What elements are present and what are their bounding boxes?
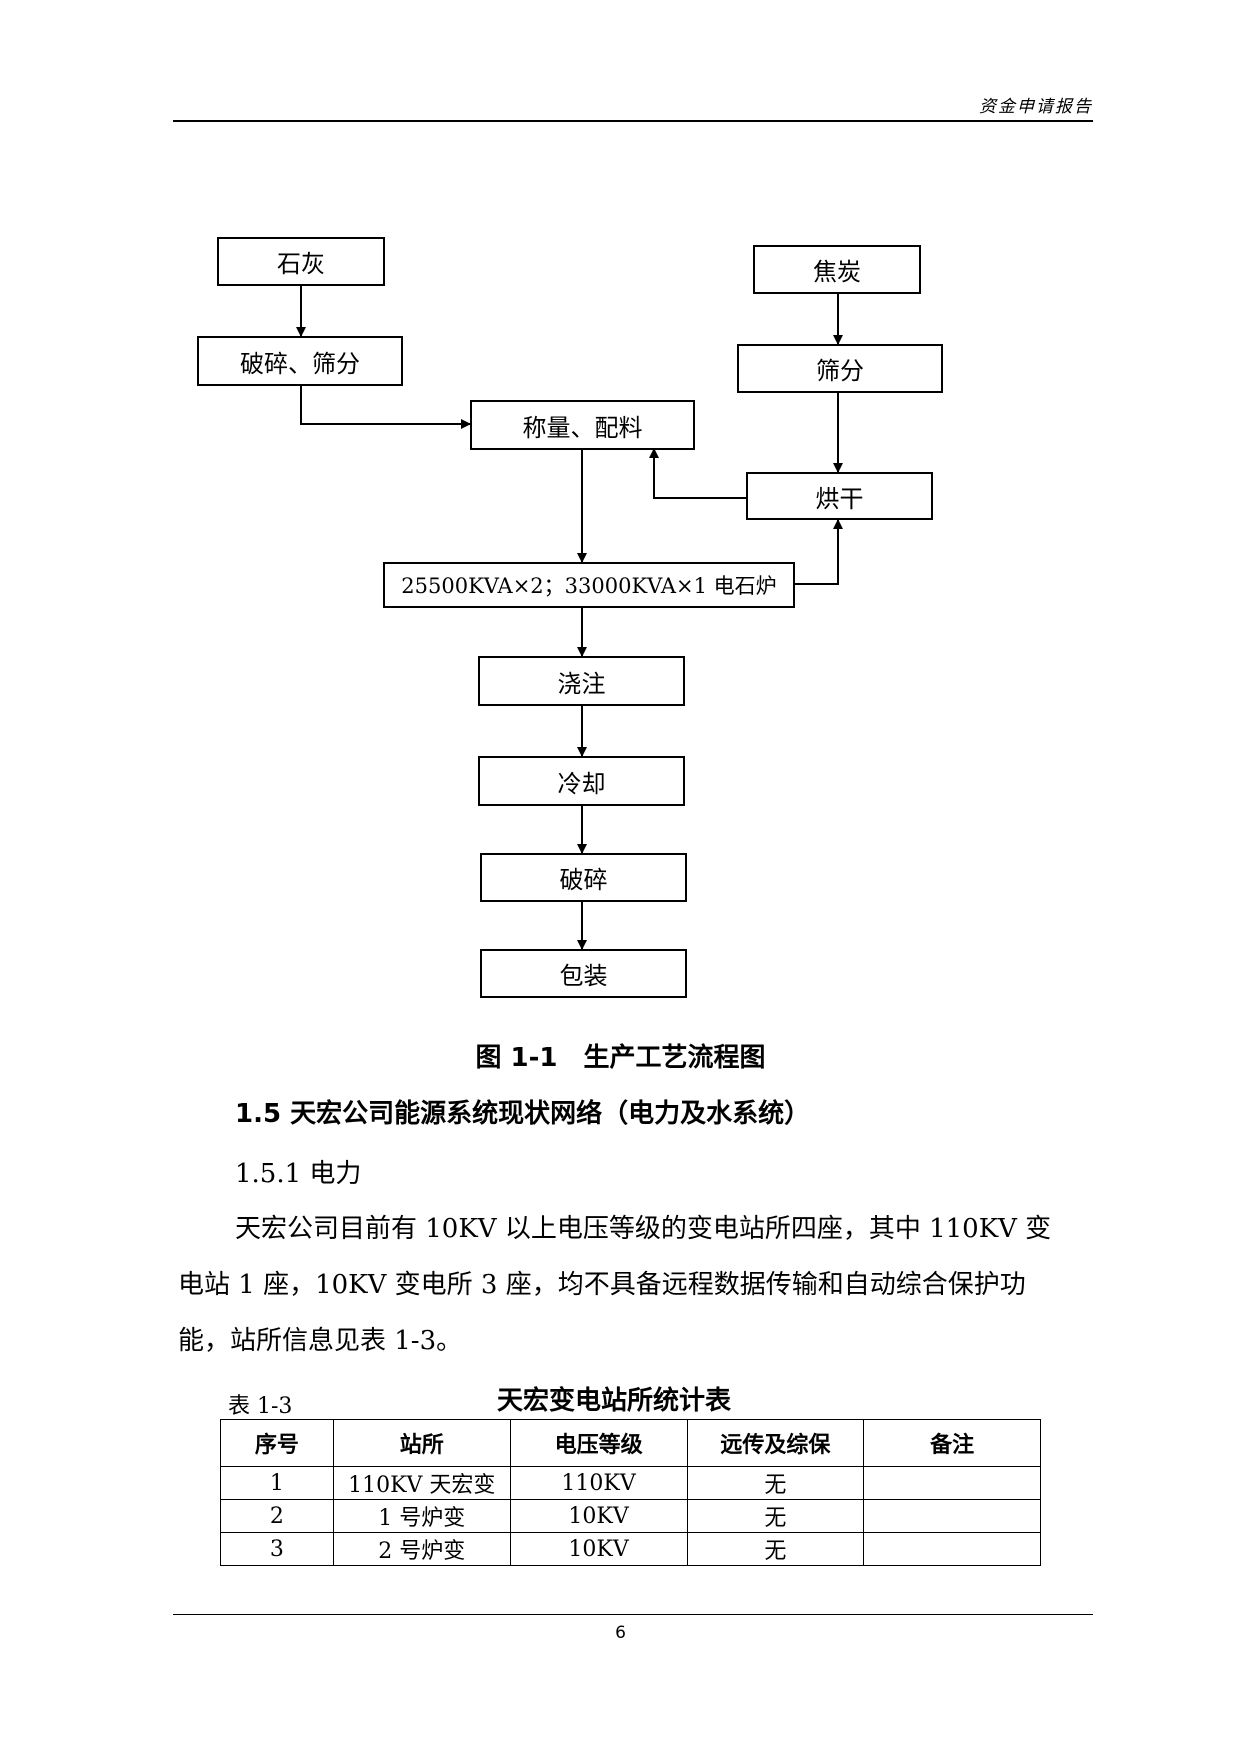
table-cell: 110KV	[509, 1466, 688, 1500]
header-cell-notes: 备注	[863, 1419, 1041, 1467]
body-paragraph-line-2: 电站 1 座，10KV 变电所 3 座，均不具备远程数据传输和自动综合保护功	[178, 1270, 1026, 1300]
footer-divider	[173, 1614, 1093, 1615]
table-row: 2 1 号炉变 10KV 无	[220, 1499, 1041, 1533]
arrow-dry-to-weigh	[649, 448, 746, 499]
table-cell: 2	[220, 1499, 334, 1533]
node-coke: 焦炭	[753, 245, 921, 294]
node-pack: 包装	[480, 949, 687, 998]
section-heading: 1.5 天宏公司能源系统现状网络（电力及水系统）	[235, 1099, 811, 1129]
table-cell: 1 号炉变	[332, 1499, 511, 1533]
body-paragraph-line-1: 天宏公司目前有 10KV 以上电压等级的变电站所四座，其中 110KV 变	[235, 1214, 1052, 1244]
table-cell: 110KV 天宏变	[332, 1466, 511, 1500]
header-cell-station: 站所	[332, 1419, 511, 1467]
substation-table: 序号 站所 电压等级 远传及综保 备注 1 110KV 天宏变 110KV 无 …	[220, 1419, 1041, 1566]
table-cell	[863, 1532, 1041, 1566]
table-cell: 无	[686, 1532, 865, 1566]
node-furnace: 25500KVA×2；33000KVA×1 电石炉	[383, 562, 795, 608]
table-cell	[863, 1499, 1041, 1533]
table-cell: 10KV	[509, 1532, 688, 1566]
header-cell-remote: 远传及综保	[686, 1419, 865, 1467]
table-cell: 3	[220, 1532, 334, 1566]
table-cell: 无	[686, 1499, 865, 1533]
table-title: 天宏变电站所统计表	[497, 1386, 732, 1416]
arrow-furnace-to-dry	[795, 519, 843, 585]
header-divider	[173, 120, 1093, 122]
header-cell-voltage: 电压等级	[509, 1419, 688, 1467]
table-cell: 1	[220, 1466, 334, 1500]
node-screen: 筛分	[737, 344, 943, 393]
node-cool: 冷却	[478, 756, 685, 806]
table-cell: 2 号炉变	[332, 1532, 511, 1566]
subsection-heading: 1.5.1 电力	[235, 1159, 362, 1189]
node-weigh-mix: 称量、配料	[470, 400, 695, 450]
node-crush: 破碎	[480, 853, 687, 902]
node-dry: 烘干	[746, 472, 933, 520]
running-header: 资金申请报告	[979, 97, 1093, 117]
node-pour: 浇注	[478, 656, 685, 706]
page-number: 6	[615, 1623, 626, 1643]
table-header-row: 序号 站所 电压等级 远传及综保 备注	[220, 1419, 1041, 1467]
table-row: 1 110KV 天宏变 110KV 无	[220, 1466, 1041, 1500]
table-cell	[863, 1466, 1041, 1500]
arrow-crush-to-weigh	[300, 386, 471, 429]
table-cell: 10KV	[509, 1499, 688, 1533]
node-crush-screen: 破碎、筛分	[197, 336, 403, 386]
header-cell-index: 序号	[220, 1419, 334, 1467]
figure-caption: 图 1-1 生产工艺流程图	[475, 1043, 766, 1073]
flowchart-connectors	[296, 286, 843, 950]
table-label: 表 1-3	[228, 1394, 293, 1419]
node-lime: 石灰	[217, 237, 385, 286]
table-cell: 无	[686, 1466, 865, 1500]
body-paragraph-line-3: 能，站所信息见表 1-3。	[178, 1326, 463, 1356]
table-row: 3 2 号炉变 10KV 无	[220, 1532, 1041, 1566]
